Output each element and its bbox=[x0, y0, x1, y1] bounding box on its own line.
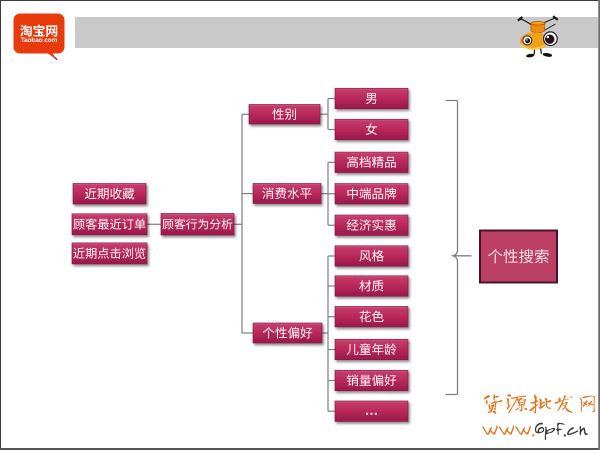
svg-text:Taobao.com: Taobao.com bbox=[21, 37, 58, 44]
